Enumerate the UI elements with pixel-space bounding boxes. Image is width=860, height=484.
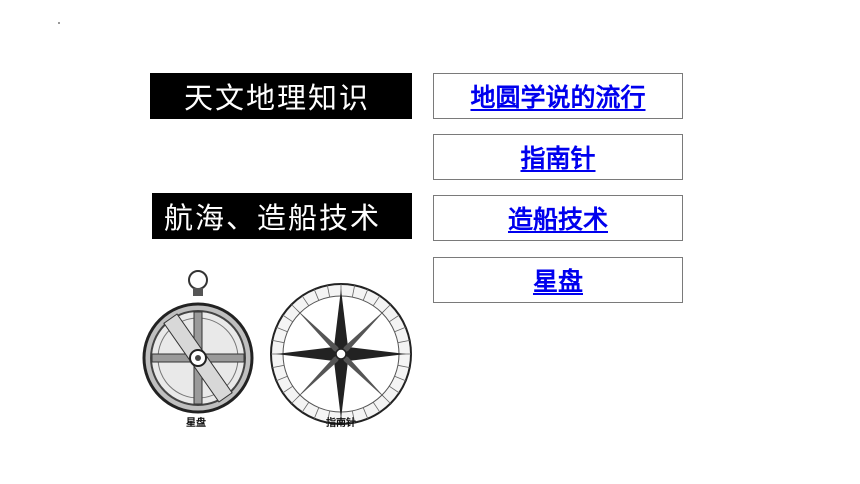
compass-tick — [362, 289, 369, 301]
compass-tick — [394, 375, 406, 382]
compass-tick — [272, 364, 285, 369]
compass-tick — [389, 385, 400, 394]
compass-tick — [301, 295, 310, 306]
slide-dot — [58, 22, 60, 24]
compass-tick — [272, 339, 285, 344]
compass-link[interactable]: 指南针 — [520, 144, 596, 173]
compass-tick — [351, 410, 356, 423]
compass-tick — [397, 339, 410, 344]
compass-tick — [326, 285, 331, 298]
round-earth-theory-link-box[interactable]: 地圆学说的流行 — [433, 73, 683, 119]
compass-tick — [276, 326, 288, 333]
compass-tick — [276, 375, 288, 382]
astronomy-geography-label: 天文地理知识 — [150, 73, 412, 119]
astrolabe-link[interactable]: 星盘 — [532, 267, 583, 296]
compass-tick — [372, 402, 381, 413]
compass-tick — [351, 285, 356, 298]
compass-tick — [372, 295, 381, 306]
astronomy-geography-text: 天文地理知识 — [184, 81, 371, 115]
astrolabe-link-box[interactable]: 星盘 — [433, 257, 683, 303]
astrolabe-caption: 星盘 — [186, 418, 206, 429]
compass-tick — [326, 410, 331, 423]
compass-tick — [301, 402, 310, 413]
compass-tick — [394, 326, 406, 333]
compass-tick — [282, 314, 293, 323]
navigation-shipbuilding-text: 航海、造船技术 — [164, 201, 382, 235]
compass-rose-illustration — [270, 283, 412, 425]
shipbuilding-link[interactable]: 造船技术 — [507, 205, 608, 234]
compass-link-box[interactable]: 指南针 — [433, 134, 683, 180]
shipbuilding-link-box[interactable]: 造船技术 — [433, 195, 683, 241]
compass-tick — [282, 385, 293, 394]
compass-tick — [313, 407, 320, 419]
astrolabe-illustration — [142, 270, 254, 414]
compass-tick — [389, 314, 400, 323]
compass-tick — [362, 407, 369, 419]
navigation-shipbuilding-label: 航海、造船技术 — [152, 193, 412, 239]
compass-caption: 指南针 — [326, 418, 356, 429]
compass-tick — [397, 364, 410, 369]
round-earth-theory-link[interactable]: 地圆学说的流行 — [470, 83, 646, 112]
compass-tick — [313, 289, 320, 301]
